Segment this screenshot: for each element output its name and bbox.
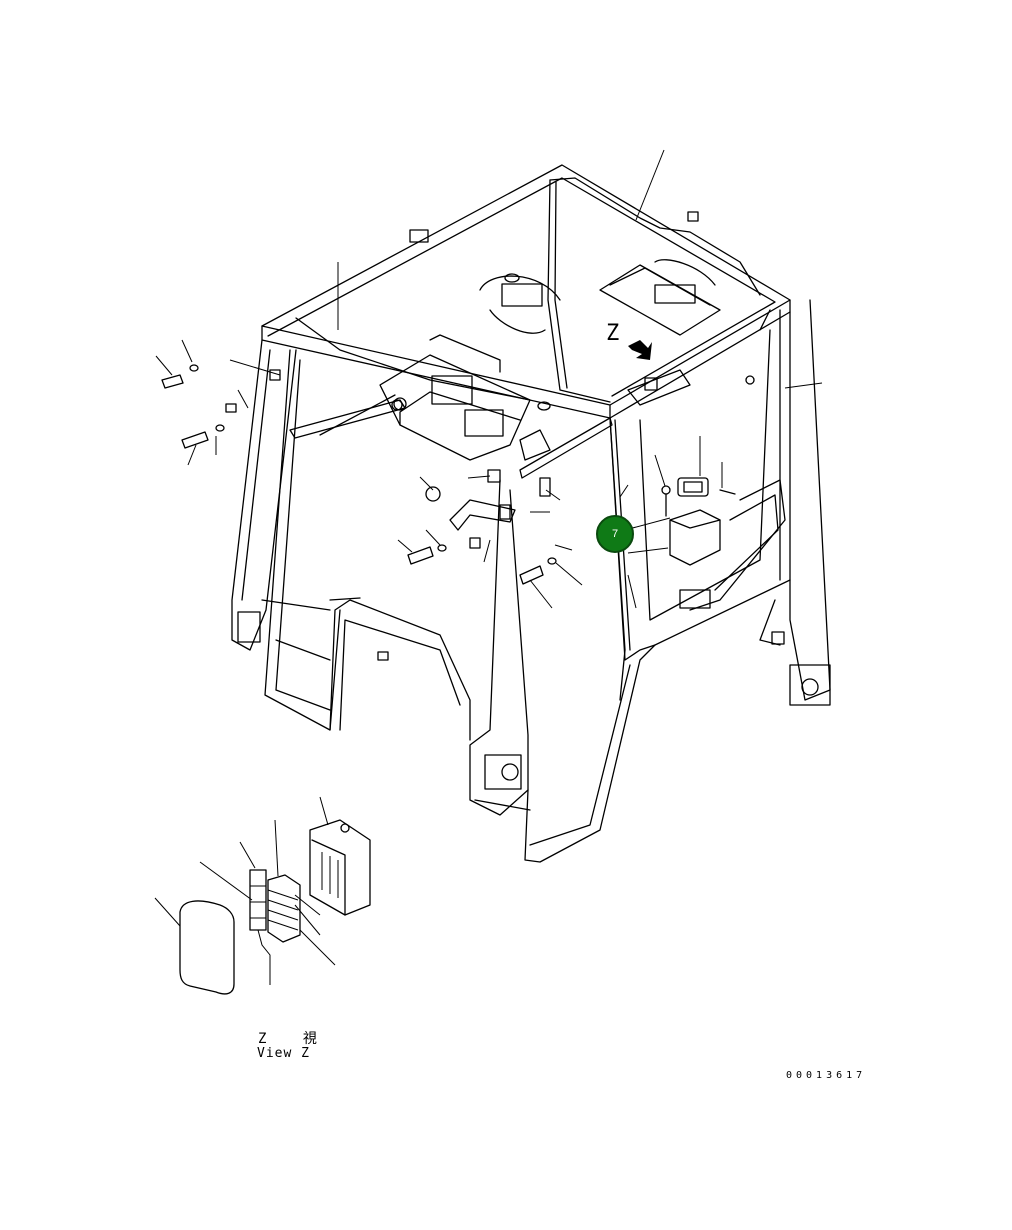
leader-lines [155, 149, 823, 609]
rear-components [627, 369, 755, 566]
view-z-detail [154, 796, 371, 995]
rear-harness [679, 479, 786, 646]
roof-bracket-right [599, 211, 721, 336]
cab-roof [261, 164, 791, 419]
drawing-number: 00013617 [786, 1070, 867, 1081]
view-z-arrow [628, 340, 652, 360]
roof-module [379, 334, 531, 461]
view-z-marker: Z [606, 321, 620, 346]
wiper-arm [289, 394, 407, 439]
view-z-label-jp: Z 視 [258, 1031, 331, 1047]
fasteners-left [161, 364, 557, 661]
callout-hotspot-7[interactable]: 7 [596, 515, 634, 553]
view-z-label-en: View Z [257, 1046, 310, 1061]
cable-duct [519, 417, 613, 479]
